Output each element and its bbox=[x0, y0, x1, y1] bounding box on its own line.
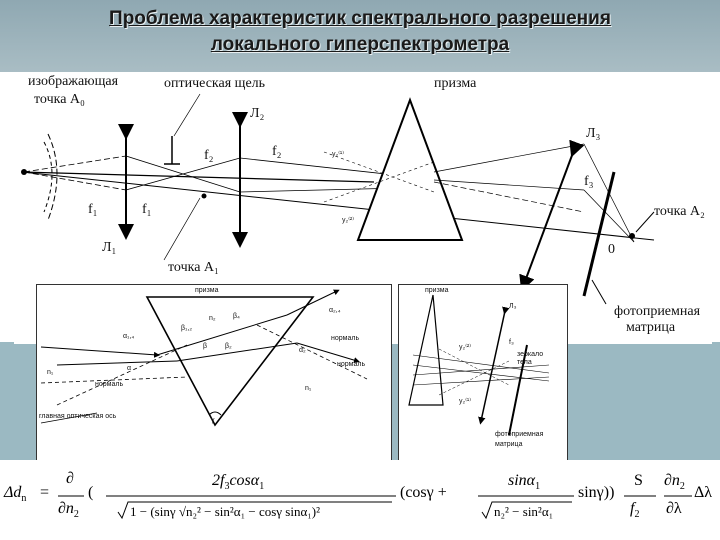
inset-prism-refraction: призма n₂ β₄ α₂,₄ β₁,₂ α₁,₄ β β₂ α₂ норм… bbox=[36, 284, 392, 462]
label-lens-l3: Л₃ bbox=[586, 126, 601, 141]
inset-right-detector bbox=[508, 344, 528, 436]
formula-num1-rest: cosα bbox=[229, 472, 260, 489]
formula-den3-main: f bbox=[630, 500, 635, 517]
formula-dn2-sub: 2 bbox=[73, 509, 79, 521]
formula-numerator-4: ∂n2 bbox=[664, 472, 685, 492]
label-f1-left: f₁ bbox=[88, 202, 98, 217]
inset-right-label-detector-1: фотоприемная bbox=[495, 431, 544, 438]
formula-numerator-2: sinα1 bbox=[508, 472, 540, 492]
formula-num4-main: ∂n bbox=[664, 472, 680, 489]
inset-label-gamma: γ bbox=[211, 417, 215, 424]
inset-label-normal-left: нормаль bbox=[95, 381, 124, 388]
inset-label-main-axis: главная оптическая ось bbox=[39, 413, 117, 420]
formula-denominator-1: 1 − (sinγ √n₂² − sin²α₁ − cosγ sinα₁)² bbox=[130, 504, 321, 519]
refraction-scheme bbox=[40, 289, 368, 427]
formula-numerator-1: 2f3cosα1 bbox=[212, 472, 264, 492]
formula-num4-sub: 2 bbox=[679, 481, 685, 493]
label-prism: призма bbox=[434, 76, 477, 91]
label-point-a2: точка A₂ bbox=[654, 204, 705, 219]
label-zero: 0 bbox=[608, 242, 615, 257]
formula-delta-lambda: Δλ bbox=[694, 484, 713, 501]
formula-equals: = bbox=[40, 484, 50, 501]
formula-dn2-symbol: ∂n bbox=[58, 500, 74, 517]
formula-num1-main: 2f bbox=[212, 472, 225, 489]
formula-num1-sub: 3 bbox=[224, 481, 230, 493]
formula-denominator-3: f2 bbox=[630, 500, 639, 520]
inset-right-label-prism: призма bbox=[425, 287, 449, 294]
inset-right-label-detector-2: матрица bbox=[495, 441, 523, 448]
lens-l3 bbox=[519, 139, 585, 292]
formula-num2-sub: 1 bbox=[535, 481, 541, 493]
label-slit: оптическая щель bbox=[164, 76, 266, 91]
point-a2 bbox=[629, 233, 635, 239]
point-a1 bbox=[201, 193, 207, 199]
inset-label-n2: n₂ bbox=[209, 315, 216, 322]
inset-label-n1-left: n₁ bbox=[47, 369, 54, 376]
lens-detector-scheme bbox=[408, 294, 550, 436]
formula-num2-main: sinα bbox=[508, 472, 536, 489]
formula-dn2: ∂n2 bbox=[58, 500, 79, 520]
formula-fraction-lines bbox=[58, 495, 692, 520]
inset-right-lens bbox=[478, 306, 510, 425]
inset-right-label-f: f₃ bbox=[509, 339, 514, 346]
formula-sin-gamma: sinγ)) bbox=[578, 484, 615, 501]
formula-open-paren: ( bbox=[88, 484, 94, 501]
formula-lhs-sub: n bbox=[21, 493, 27, 505]
formula-numerator-3: S bbox=[634, 472, 643, 489]
inset-label-beta12: β₁,₂ bbox=[181, 325, 193, 332]
inset-label-alpha: α bbox=[127, 365, 132, 372]
resolution-formula: Δdn = ∂ ∂n2 ( 2f3cosα1 1 − (sinγ √n₂² − … bbox=[0, 460, 720, 540]
label-detector-1: фотоприемная bbox=[614, 304, 701, 319]
label-f2-right: f₂ bbox=[272, 144, 282, 159]
detector-matrix bbox=[582, 171, 616, 297]
inset-right-prism bbox=[408, 294, 444, 406]
formula-den3-sub: 2 bbox=[634, 509, 640, 521]
formula-partial: ∂ bbox=[66, 470, 74, 487]
formula-lhs-symbol: Δd bbox=[4, 484, 22, 501]
label-y2-1: y₂⁽¹⁾ bbox=[332, 151, 344, 158]
inset-right-label-lens: Л₃ bbox=[509, 303, 517, 310]
inset-label-normal-right-top: нормаль bbox=[331, 335, 360, 342]
inset-label-beta2: β₂ bbox=[225, 343, 232, 350]
inset-right-label-y1: y₂⁽²⁾ bbox=[459, 344, 471, 351]
label-lens-l1: Л₁ bbox=[102, 240, 117, 255]
inset-label-beta4: β₄ bbox=[233, 313, 240, 320]
inset-right-label-mirror-2: тела bbox=[517, 359, 532, 366]
inset-label-alpha1: α₁,₄ bbox=[123, 333, 135, 340]
label-lens-l2: Л₂ bbox=[250, 106, 265, 121]
optical-scheme bbox=[21, 93, 655, 305]
slide-title: Проблема характеристик спектрального раз… bbox=[0, 6, 720, 58]
inset-right-label-y2: y₂⁽¹⁾ bbox=[459, 398, 471, 405]
formula-cos-gamma: (cosγ + bbox=[400, 484, 447, 501]
label-detector-2: матрица bbox=[626, 320, 676, 335]
title-line-2: локального гиперспектрометра bbox=[210, 34, 510, 55]
inset-right-label-mirror-1: зеркало bbox=[517, 351, 544, 358]
formula-denominator-4: ∂λ bbox=[666, 500, 682, 517]
formula-num1-sub2: 1 bbox=[259, 481, 265, 493]
inset-lens-detector: призма Л₃ f₃ y₂⁽²⁾ y₂⁽¹⁾ зеркало тела фо… bbox=[398, 284, 568, 462]
label-f1-right: f₁ bbox=[142, 202, 152, 217]
label-imaging-point: изображающая bbox=[28, 74, 119, 89]
main-prism bbox=[356, 97, 464, 241]
label-y2-2: y₂⁽²⁾ bbox=[342, 217, 354, 224]
label-point-a0: точка A₀ bbox=[34, 92, 85, 107]
inset-label-alpha24: α₂,₄ bbox=[329, 307, 341, 314]
label-f2-left: f₂ bbox=[204, 148, 214, 163]
formula-lhs: Δdn bbox=[4, 484, 26, 504]
label-point-a1: точка A₁ bbox=[168, 260, 219, 275]
formula-denominator-2: n₂² − sin²α₁ bbox=[494, 504, 554, 519]
object-curve bbox=[43, 141, 53, 213]
inset-prism bbox=[145, 296, 315, 427]
inset-label-prism: призма bbox=[195, 287, 219, 294]
label-f3: f₃ bbox=[584, 174, 594, 189]
optical-axis bbox=[21, 171, 655, 241]
inset-label-normal-right-bottom: нормаль bbox=[337, 361, 366, 368]
inset-label-beta: β bbox=[203, 343, 208, 350]
title-band bbox=[0, 0, 720, 72]
title-line-1: Проблема характеристик спектрального раз… bbox=[109, 8, 611, 29]
inset-label-n1-right: n₁ bbox=[305, 385, 312, 392]
inset-label-alpha2: α₂ bbox=[299, 347, 306, 354]
